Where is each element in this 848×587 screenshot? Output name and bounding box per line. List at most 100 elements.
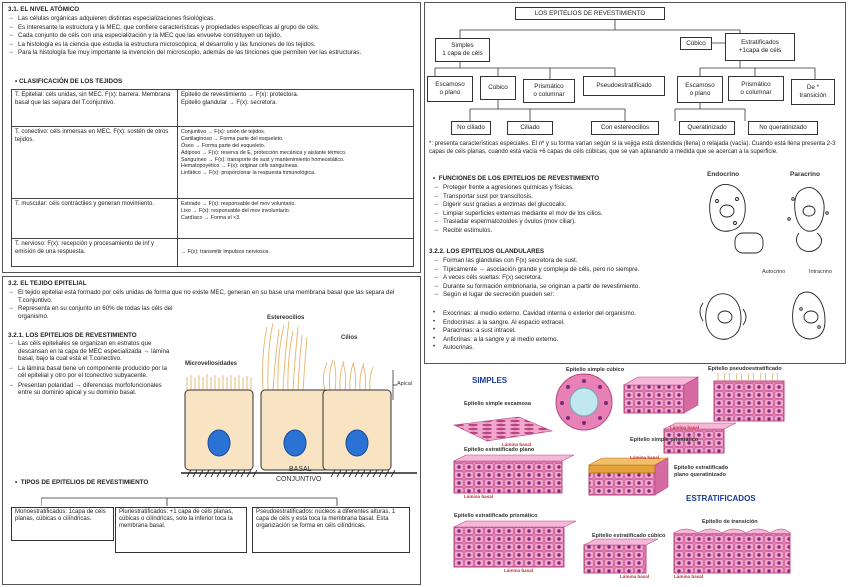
list-item: La histología es la ciencia que estudia … <box>8 41 413 49</box>
tree-estereocilios: Con estereocilios <box>591 121 659 135</box>
tree-cubico-top: Cúbico <box>680 37 712 50</box>
tissue-illustrations <box>452 372 791 574</box>
label-basal: BASAL <box>289 466 312 473</box>
list-item: Trasladar espermatozoides y óvulos (mov … <box>433 218 688 226</box>
list-item: Las células orgánicas adquieren distinta… <box>8 15 413 23</box>
funciones-list: Proteger frente a agresiones químicas y … <box>433 184 688 235</box>
list-item: El tejido epitelial está formado por cél… <box>8 289 403 304</box>
list-item: Transportar sust por transcitosis. <box>433 193 688 201</box>
tree-prismatico-1: Prismático o columnar <box>523 79 575 103</box>
label-lamina-basal: Lámina basal <box>464 494 494 499</box>
tissue-table: T. Epitelial: céls unidas, sin MEC. F(x)… <box>11 89 414 267</box>
epitelial-list: El tejido epitelial está formado por cél… <box>8 289 403 321</box>
table-cell: T. muscular: céls contráctiles y generan… <box>11 198 178 239</box>
table-cell: Estriado → F(x): responsable del mov vol… <box>177 198 414 239</box>
funciones-label: FUNCIONES DE LOS EPITELIOS DE REVESTIMIE… <box>438 175 600 182</box>
glandulares-list: Forman las glándulas con F(x) secretora … <box>433 257 693 300</box>
tree-no-ciliado: No ciliado <box>451 121 491 135</box>
row-line: Cardíaco → Forma el <3. <box>181 214 241 221</box>
secrecion-list: Exocrinas: al medio externo. Cavidad int… <box>433 310 703 353</box>
label-pseudo: Epitelio pseudoestratificado <box>708 366 782 372</box>
row-line: Adiposo → F(x): reserva de E, protección… <box>181 149 347 156</box>
tree-escamoso-1: Escamoso o plano <box>427 76 473 102</box>
secretion-sketches <box>699 184 829 340</box>
heading-simples: SIMPLES <box>472 376 508 385</box>
list-item: Típicamente → asociación grande y comple… <box>433 266 693 274</box>
label-lamina-basal: Lámina basal <box>670 425 700 430</box>
table-cell: T. conectivo: céls inmersas en MEC. F(x)… <box>11 126 178 199</box>
list-item: La lámina basal tiene un componente prod… <box>8 365 173 380</box>
tipo-pluriestratificados: Pluriestratificados: +1 capa de céls pla… <box>115 507 247 553</box>
table-row: T. muscular: céls contráctiles y generan… <box>11 198 414 239</box>
list-item: A veces céls sueltas: F(x) secretora. <box>433 274 693 282</box>
label-plano-queratinizado: Epitelio estratificado plano queratiniza… <box>674 465 729 478</box>
panel-epithelia-images: SIMPLES Epitelio simple escamosa Epiteli… <box>424 366 846 585</box>
glandulares-title: 3.2.2. LOS EPITELIOS GLANDULARES <box>429 248 545 255</box>
tree-prismatico-2: Prismático o columnar <box>728 76 784 101</box>
label-paracrino: Paracrino <box>790 171 820 178</box>
label-estratificado-prismatico: Epitelio estratificado prismático <box>454 513 538 519</box>
label-endocrino: Endocrino <box>707 171 740 178</box>
panel-tejido-epitelial: 3.2. EL TEJIDO EPITELIAL El tejido epite… <box>2 276 421 585</box>
intro-list: Las células orgánicas adquieren distinta… <box>8 15 413 58</box>
table-cell: Epitelio de revestimiento → F(x): protec… <box>177 89 414 127</box>
table-row: T. Epitelial: céls unidas, sin MEC. F(x)… <box>11 89 414 127</box>
table-cell: → F(x): transmitir impulsos nerviosos. <box>177 238 414 267</box>
list-item: Es interesante la estructura y la MEC, q… <box>8 24 413 32</box>
label-simple-prismatico: Epitelio simple prismático <box>630 437 699 443</box>
row-line: Sanguíneo → F(x): transporte de sust y m… <box>181 156 345 163</box>
heading-estratificados: ESTRATIFICADOS <box>686 494 756 503</box>
table-row: T. nervioso: F(x): recepción y procesami… <box>11 238 414 267</box>
row-line: Cartilaginoso → Forma parte del esquelet… <box>181 135 284 142</box>
row-line: Epitelio de revestimiento → F(x): protec… <box>181 92 299 98</box>
clasificacion-label: CLASIFICACIÓN DE LOS TEJIDOS <box>18 78 123 85</box>
label-transicion: Epitelio de transición <box>702 519 758 525</box>
clasificacion-title: • CLASIFICACIÓN DE LOS TEJIDOS <box>15 78 123 85</box>
label-intracrino: Intracrino <box>809 269 832 275</box>
label-estereocilios: Estereocilios <box>267 315 305 321</box>
list-item: Paracrinas: a sust intracel. <box>433 327 703 335</box>
list-item: Presentan polaridad → diferencias morfof… <box>8 382 173 397</box>
list-item: Cada conjunto de céls con una especializ… <box>8 32 413 40</box>
polarity-diagram: Estereocilios Cilios Microvellosidades A… <box>181 315 419 487</box>
list-item: Autocrinas. <box>433 344 703 352</box>
row-line: Hematopoyético → F(x): originar céls san… <box>181 163 299 170</box>
list-item: Recibir estímulos. <box>433 227 688 235</box>
subsection-title: 3.2.1. LOS EPITELIOS DE REVESTIMIENTO <box>8 332 137 339</box>
row-line: Epitelio glandular → F(x): secretora. <box>181 99 278 106</box>
tipos-title: • TIPOS DE EPITELIOS DE REVESTIMIENTO <box>15 479 149 486</box>
label-lamina-basal: Lámina basal <box>674 574 704 579</box>
funciones-title: • FUNCIONES DE LOS EPITELIOS DE REVESTIM… <box>433 175 600 182</box>
list-item: Digerir sust gracias a enzimas del gluco… <box>433 201 688 209</box>
list-item: Forman las glándulas con F(x) secretora … <box>433 257 693 265</box>
label-lamina-basal: Lámina basal <box>504 568 534 573</box>
tree-estratificados: Estratificados +1capa de céls <box>725 33 795 61</box>
label-conjuntivo: CONJUNTIVO <box>276 476 322 483</box>
label-microvellosidades: Microvellosidades <box>185 361 238 367</box>
tipos-connector <box>40 495 341 507</box>
transicion-note: *: presenta características especiales. … <box>429 141 836 155</box>
row-line: Estriado → F(x): responsable del mov vol… <box>181 201 296 207</box>
list-item: Proteger frente a agresiones químicas y … <box>433 184 688 192</box>
label-escamosa: Epitelio simple escamosa <box>464 401 531 407</box>
tree-transicion: De * transición <box>791 79 835 105</box>
epithelium-svg <box>181 320 417 478</box>
row-line: Liso → F(x): responsable del mov involun… <box>181 207 291 214</box>
tree-ciliado: Ciliado <box>507 121 553 135</box>
tree-queratinizado: Queratinizado <box>679 121 735 135</box>
row-line: Óseo → Forma parte del esqueleto. <box>181 142 266 149</box>
table-cell: T. nervioso: F(x): recepción y procesami… <box>11 238 178 267</box>
row-line: → F(x): transmitir impulsos nerviosos. <box>181 249 270 256</box>
list-item: Exocrinas: al medio externo. Cavidad int… <box>433 310 703 318</box>
tipo-pseudoestratificados: Pseudoestratificados: núcleos a diferent… <box>252 507 410 553</box>
section-title: 3.1. EL NIVEL ATÓMICO <box>8 6 80 13</box>
table-row: T. conectivo: céls inmersas en MEC. F(x)… <box>11 126 414 199</box>
panel-nivel-atomico: 3.1. EL NIVEL ATÓMICO Las células orgáni… <box>2 2 421 273</box>
revestimiento-list: Las céls epiteliales se organizan en est… <box>8 340 173 398</box>
label-estratificado-plano: Epitelio estratificado plano <box>464 447 535 453</box>
list-item: Para la histología fue muy importante la… <box>8 49 413 57</box>
list-item: Endocrinas: a la sangre. Al espacio extr… <box>433 319 703 327</box>
list-item: Las céls epiteliales se organizan en est… <box>8 340 173 363</box>
label-lamina-basal: Lámina basal <box>620 574 650 579</box>
list-item: Representa en su conjunto un 60% de toda… <box>8 305 178 320</box>
